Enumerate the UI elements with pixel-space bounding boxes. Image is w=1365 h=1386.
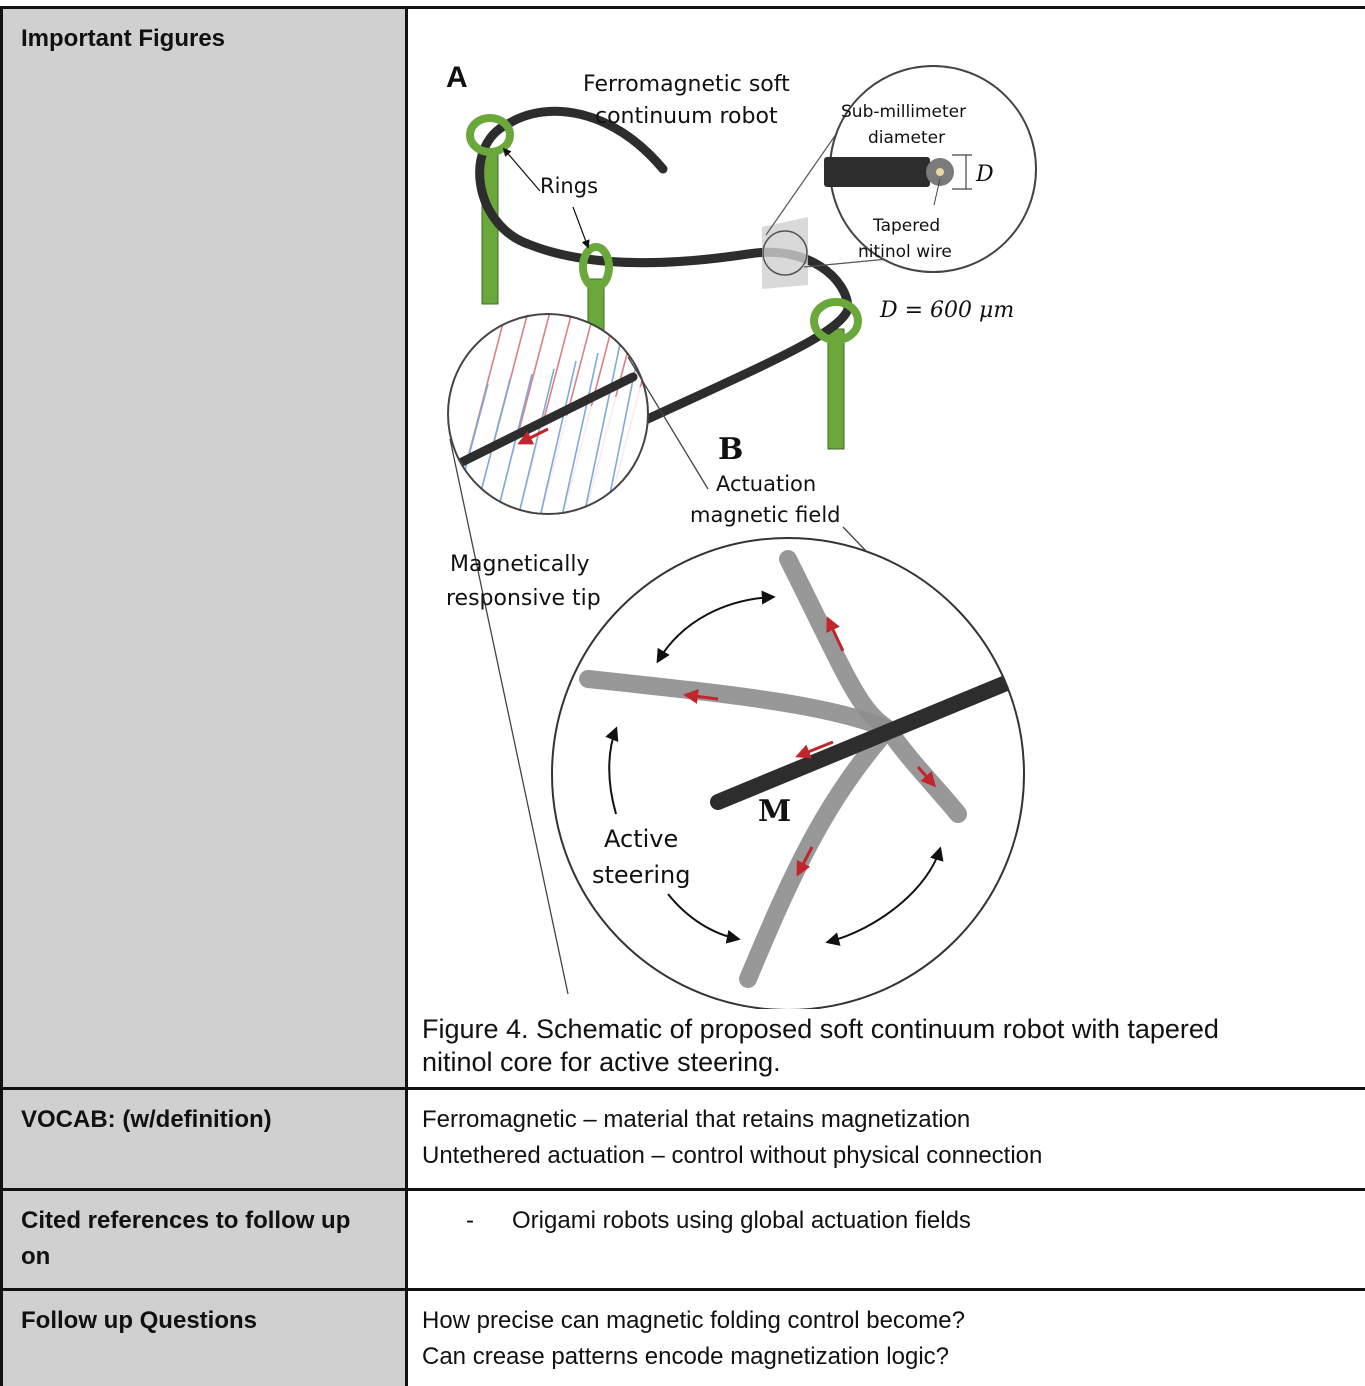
questions-row: Follow up Questions How precise can magn… <box>0 1288 1365 1386</box>
vocab-line-1: Ferromagnetic – material that retains ma… <box>422 1106 971 1133</box>
vocab-content-cell: Ferromagnetic – material that retains ma… <box>405 1087 1365 1191</box>
steering-inset-circle <box>551 537 1025 1009</box>
refs-bullet-dash: - <box>466 1207 474 1234</box>
refs-list-item: - Origami robots using global actuation f… <box>408 1191 1365 1239</box>
vocab-label: VOCAB: (w/definition) <box>21 1106 272 1133</box>
refs-content-cell: - Origami robots using global actuation f… <box>405 1188 1365 1291</box>
notes-table: Important Figures <box>0 6 1365 1386</box>
taper-label-line2: nitinol wire <box>858 242 952 262</box>
robot-label-line1: Ferromagnetic soft <box>583 72 790 97</box>
vocab-label-cell: VOCAB: (w/definition) <box>0 1087 408 1191</box>
refs-label-cell: Cited references to follow up on <box>0 1188 408 1291</box>
steering-positions <box>579 550 1024 988</box>
refs-item-text: Origami robots using global actuation fi… <box>512 1207 971 1234</box>
robot-body <box>475 106 853 471</box>
field-label-line2: magnetic field <box>690 503 841 527</box>
ring-post-right <box>827 328 845 450</box>
ring-left <box>466 114 514 156</box>
field-inset-circle <box>447 313 649 515</box>
figure-caption: Figure 4. Schematic of proposed soft con… <box>422 1013 1219 1079</box>
robot-schematic-figure: A Ferromagnetic soft continuum robot Rin… <box>446 61 1037 1009</box>
steer-label-line2: steering <box>592 861 690 889</box>
vocab-line-2: Untethered actuation – control without p… <box>422 1142 1043 1169</box>
inset-d-label: D <box>975 162 994 187</box>
steer-label-line1: Active <box>604 825 678 853</box>
figures-label: Important Figures <box>21 25 226 52</box>
rings-label: Rings <box>540 174 598 198</box>
ring-middle <box>579 243 613 291</box>
inset-label-line1: Sub-millimeter <box>841 102 966 122</box>
field-label-b: B <box>718 432 743 467</box>
refs-label-line2: on <box>21 1243 51 1270</box>
caption-line-1: Figure 4. Schematic of proposed soft con… <box>422 1014 1219 1044</box>
questions-content-cell: How precise can magnetic folding control… <box>405 1288 1365 1386</box>
questions-label-cell: Follow up Questions <box>0 1288 408 1386</box>
inset-wire <box>824 157 930 187</box>
refs-row: Cited references to follow up on - Origam… <box>0 1188 1365 1291</box>
question-line-2: Can crease patterns encode magnetization… <box>422 1343 949 1370</box>
magnifier-circle-small <box>762 230 808 276</box>
tip-label-line1: Magnetically <box>450 552 589 577</box>
robot-label-line2: continuum robot <box>595 104 778 129</box>
refs-label-line1: Cited references to follow up <box>21 1207 351 1234</box>
inset-label-line2: diameter <box>868 128 945 148</box>
moment-label-m: M <box>758 794 791 829</box>
diameter-dimension: D = 600 μm <box>879 298 1014 323</box>
figures-row: Important Figures <box>0 6 1365 1090</box>
caption-line-2: nitinol core for active steering. <box>422 1047 781 1077</box>
ring-right <box>810 298 862 344</box>
panel-label-a: A <box>446 61 468 94</box>
field-label-line1: Actuation <box>716 472 816 496</box>
questions-label: Follow up Questions <box>21 1307 257 1334</box>
tip-label-line2: responsive tip <box>446 586 601 611</box>
vocab-row: VOCAB: (w/definition) Ferromagnetic – ma… <box>0 1087 1365 1191</box>
taper-label-line1: Tapered <box>872 216 940 236</box>
question-line-1: How precise can magnetic folding control… <box>422 1307 965 1334</box>
figures-label-cell: Important Figures <box>0 6 408 1090</box>
magnifier-plane <box>762 217 808 289</box>
figures-content-cell: A Ferromagnetic soft continuum robot Rin… <box>405 6 1365 1090</box>
